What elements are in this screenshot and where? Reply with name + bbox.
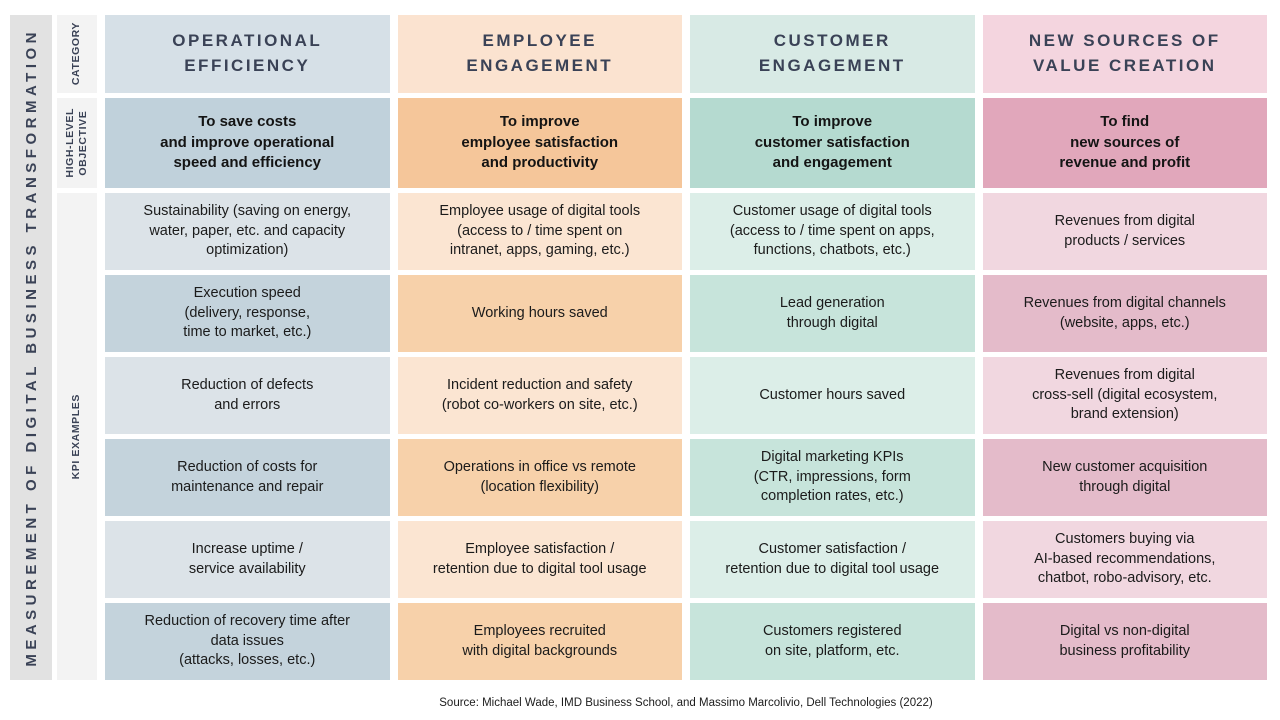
- kpi-cell-employee-engagement-2: Working hours saved: [397, 275, 682, 352]
- kpi-cell-customer-engagement-2: Lead generation through digital: [690, 275, 975, 352]
- vertical-axis-title-text: MEASUREMENT OF DIGITAL BUSINESS TRANSFOR…: [22, 28, 40, 667]
- kpi-cell-operational-efficiency-4: Reduction of costs for maintenance and r…: [105, 439, 390, 516]
- kpi-cell-employee-engagement-5: Employee satisfaction / retention due to…: [397, 521, 682, 598]
- objective-cell-employee-engagement: To improve employee satisfaction and pro…: [397, 98, 682, 188]
- kpi-cell-employee-engagement-1: Employee usage of digital tools (access …: [397, 193, 682, 270]
- kpi-cell-customer-engagement-6: Customers registered on site, platform, …: [690, 603, 975, 680]
- kpi-cell-employee-engagement-3: Incident reduction and safety (robot co-…: [397, 357, 682, 434]
- kpi-cell-operational-efficiency-6: Reduction of recovery time after data is…: [105, 603, 390, 680]
- kpi-cell-employee-engagement-4: Operations in office vs remote (location…: [397, 439, 682, 516]
- row-label-kpi-examples-text: KPI EXAMPLES: [70, 393, 83, 480]
- row-label-kpi-examples: KPI EXAMPLES: [57, 193, 97, 680]
- vertical-axis-title: MEASUREMENT OF DIGITAL BUSINESS TRANSFOR…: [10, 15, 52, 680]
- objective-cell-operational-efficiency: To save costs and improve operational sp…: [105, 98, 390, 188]
- objective-cell-customer-engagement: To improve customer satisfaction and eng…: [690, 98, 975, 188]
- row-label-category: CATEGORY: [57, 15, 97, 93]
- category-header-new-sources-of-value-creation: NEW SOURCES OF VALUE CREATION: [982, 15, 1267, 93]
- kpi-cell-new-sources-of-value-creation-1: Revenues from digital products / service…: [982, 193, 1267, 270]
- row-label-high-level-objective: HIGH-LEVEL OBJECTIVE: [57, 98, 97, 188]
- kpi-cell-employee-engagement-6: Employees recruited with digital backgro…: [397, 603, 682, 680]
- kpi-cell-customer-engagement-3: Customer hours saved: [690, 357, 975, 434]
- category-header-operational-efficiency: OPERATIONAL EFFICIENCY: [105, 15, 390, 93]
- kpi-cell-operational-efficiency-5: Increase uptime / service availability: [105, 521, 390, 598]
- kpi-cell-new-sources-of-value-creation-2: Revenues from digital channels (website,…: [982, 275, 1267, 352]
- kpi-cell-new-sources-of-value-creation-3: Revenues from digital cross-sell (digita…: [982, 357, 1267, 434]
- kpi-cell-operational-efficiency-1: Sustainability (saving on energy, water,…: [105, 193, 390, 270]
- row-label-category-text: CATEGORY: [70, 22, 83, 86]
- kpi-cell-new-sources-of-value-creation-6: Digital vs non-digital business profitab…: [982, 603, 1267, 680]
- kpi-cell-customer-engagement-4: Digital marketing KPIs (CTR, impressions…: [690, 439, 975, 516]
- source-attribution: Source: Michael Wade, IMD Business Schoo…: [439, 697, 933, 709]
- category-header-customer-engagement: CUSTOMER ENGAGEMENT: [690, 15, 975, 93]
- kpi-cell-customer-engagement-1: Customer usage of digital tools (access …: [690, 193, 975, 270]
- kpi-cell-operational-efficiency-3: Reduction of defects and errors: [105, 357, 390, 434]
- kpi-cell-operational-efficiency-2: Execution speed (delivery, response, tim…: [105, 275, 390, 352]
- kpi-cell-new-sources-of-value-creation-5: Customers buying via AI-based recommenda…: [982, 521, 1267, 598]
- kpi-cell-new-sources-of-value-creation-4: New customer acquisition through digital: [982, 439, 1267, 516]
- category-header-employee-engagement: EMPLOYEE ENGAGEMENT: [397, 15, 682, 93]
- objective-cell-new-sources-of-value-creation: To find new sources of revenue and profi…: [982, 98, 1267, 188]
- kpi-cell-customer-engagement-5: Customer satisfaction / retention due to…: [690, 521, 975, 598]
- row-label-high-level-objective-text: HIGH-LEVEL OBJECTIVE: [63, 108, 89, 178]
